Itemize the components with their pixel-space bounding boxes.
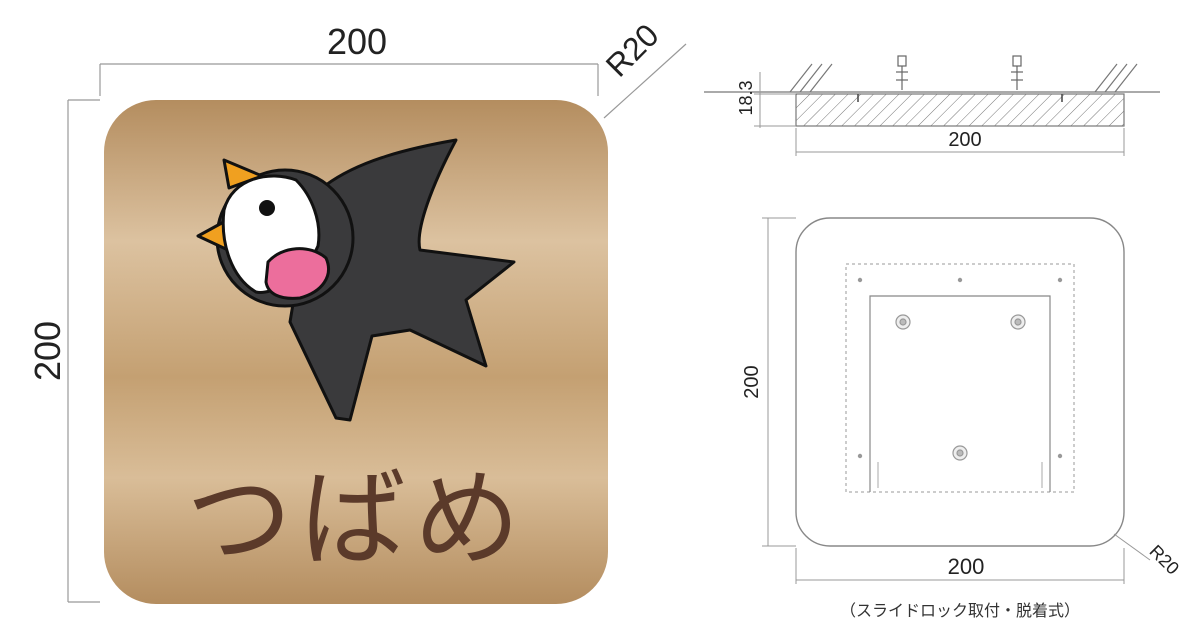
back-width-label: 200 xyxy=(948,554,985,579)
side-plate-section xyxy=(795,93,1125,127)
front-width-dimension xyxy=(99,63,599,96)
sign-label: つばめ xyxy=(186,458,528,581)
back-radius-leader xyxy=(1113,533,1151,561)
thickness-dimension xyxy=(754,72,796,128)
screw-holes xyxy=(895,314,1026,461)
back-height-dimension xyxy=(762,217,796,547)
mount-plate-outline xyxy=(845,263,1075,493)
back-radius-label: R20 xyxy=(1145,541,1179,578)
front-width-label: 200 xyxy=(327,21,387,62)
slide-lock-marks xyxy=(877,462,1043,488)
thickness-label: 18.3 xyxy=(736,80,756,115)
side-width-dimension xyxy=(795,128,1125,156)
sign-front-view: 200 200 R20 xyxy=(27,17,687,604)
slide-frame xyxy=(869,295,1051,492)
back-height-label: 200 xyxy=(741,365,763,398)
sign-back-view: 200 200 R20 （スライドロック取付・脱着式） xyxy=(741,217,1179,620)
front-height-dimension xyxy=(67,99,100,603)
front-height-label: 200 xyxy=(27,321,68,381)
side-tabs xyxy=(857,94,1063,102)
mount-screw-right-icon xyxy=(1011,55,1023,90)
back-caption: （スライドロック取付・脱着式） xyxy=(840,601,1080,620)
back-plate-outline xyxy=(795,217,1125,547)
front-radius-label: R20 xyxy=(599,17,666,84)
back-width-dimension xyxy=(795,548,1125,584)
wall-hatch xyxy=(789,63,1138,93)
side-width-label: 200 xyxy=(948,129,981,151)
sign-side-view: 18.3 200 xyxy=(704,55,1160,156)
mount-corner-dots xyxy=(857,277,1063,459)
mount-screw-left-icon xyxy=(896,55,908,90)
swallow-bird-icon xyxy=(196,138,516,422)
front-radius-leader xyxy=(603,43,687,119)
